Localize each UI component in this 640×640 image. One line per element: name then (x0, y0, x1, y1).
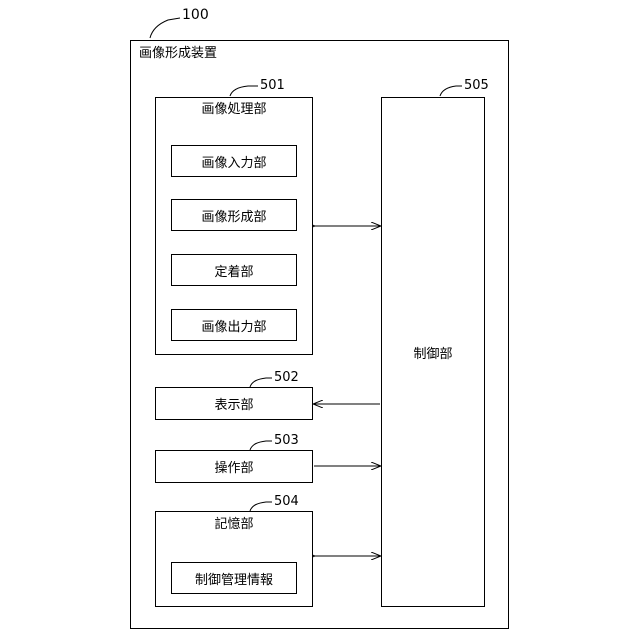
control-box: 制御部 (381, 97, 485, 607)
display-box: 表示部 (155, 387, 313, 420)
image-output-box: 画像出力部 (171, 309, 297, 341)
storage-label: 記憶部 (155, 517, 313, 533)
device-label: 画像形成装置 (139, 46, 217, 62)
ref-100: 100 (182, 8, 209, 22)
leader-100 (150, 18, 180, 38)
fixing-box: 定着部 (171, 254, 297, 286)
image-processing-label: 画像処理部 (155, 102, 313, 118)
display-label: 表示部 (214, 394, 253, 413)
control-info-box: 制御管理情報 (171, 562, 297, 594)
image-input-label: 画像入力部 (201, 152, 266, 171)
operation-box: 操作部 (155, 450, 313, 483)
image-output-label: 画像出力部 (201, 316, 266, 335)
image-forming-label: 画像形成部 (201, 206, 266, 225)
operation-label: 操作部 (214, 457, 253, 476)
fixing-label: 定着部 (214, 261, 253, 280)
image-forming-box: 画像形成部 (171, 199, 297, 231)
image-input-box: 画像入力部 (171, 145, 297, 177)
control-label: 制御部 (413, 343, 452, 362)
control-info-label: 制御管理情報 (195, 569, 273, 588)
